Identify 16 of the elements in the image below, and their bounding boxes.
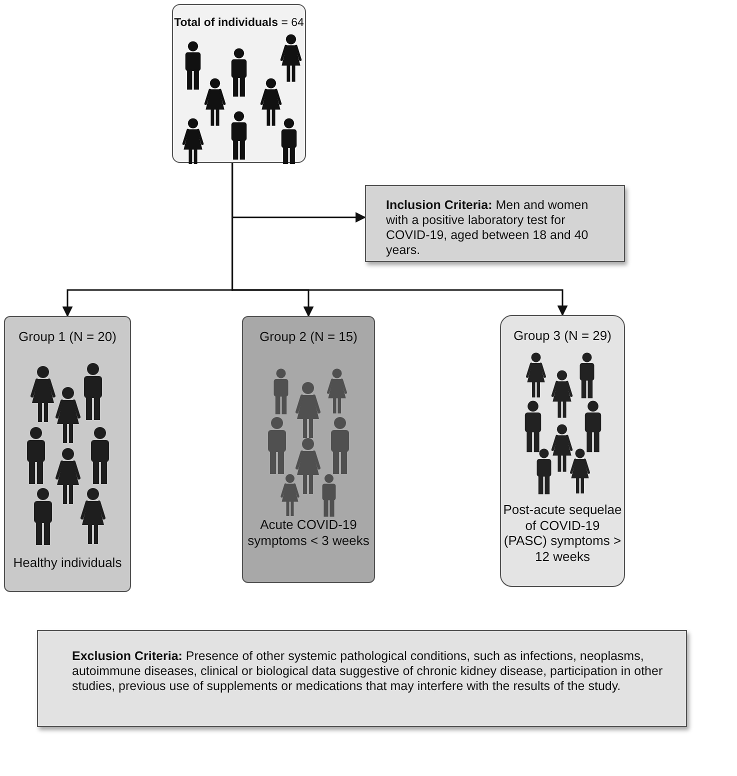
- group-box: [4, 316, 131, 592]
- group-title: Group 1 (N = 20): [18, 329, 118, 345]
- arrow: [232, 163, 568, 316]
- group-description: Post-acute sequelae of COVID-19 (PASC) symptoms > 12 weeks: [503, 502, 622, 564]
- group-title: Group 3 (N = 29): [512, 328, 612, 344]
- group-description: Healthy individuals: [12, 555, 123, 571]
- criteria-text: Exclusion Criteria: Presence of other systemic pathological conditions, such as infections, neoplasms, autoimmune diseases, clinical or biological data suggestive of chronic kidney disease, participation in other studies, previous use of supplements or medications that may interfere with the results of the study.: [72, 649, 664, 694]
- participants-box: [172, 4, 306, 163]
- group-title: Group 2 (N = 15): [258, 329, 358, 345]
- total-count-label: Total of individuals = 64: [173, 17, 305, 31]
- group-box: [242, 316, 375, 583]
- group-description: Acute COVID-19 symptoms < 3 weeks: [246, 517, 370, 548]
- criteria-box: [37, 630, 687, 727]
- criteria-box: [365, 185, 625, 262]
- group-box: [500, 315, 625, 587]
- criteria-text: Inclusion Criteria: Men and women with a positive laboratory test for COVID-19, aged between 18 and 40 years.: [386, 198, 590, 258]
